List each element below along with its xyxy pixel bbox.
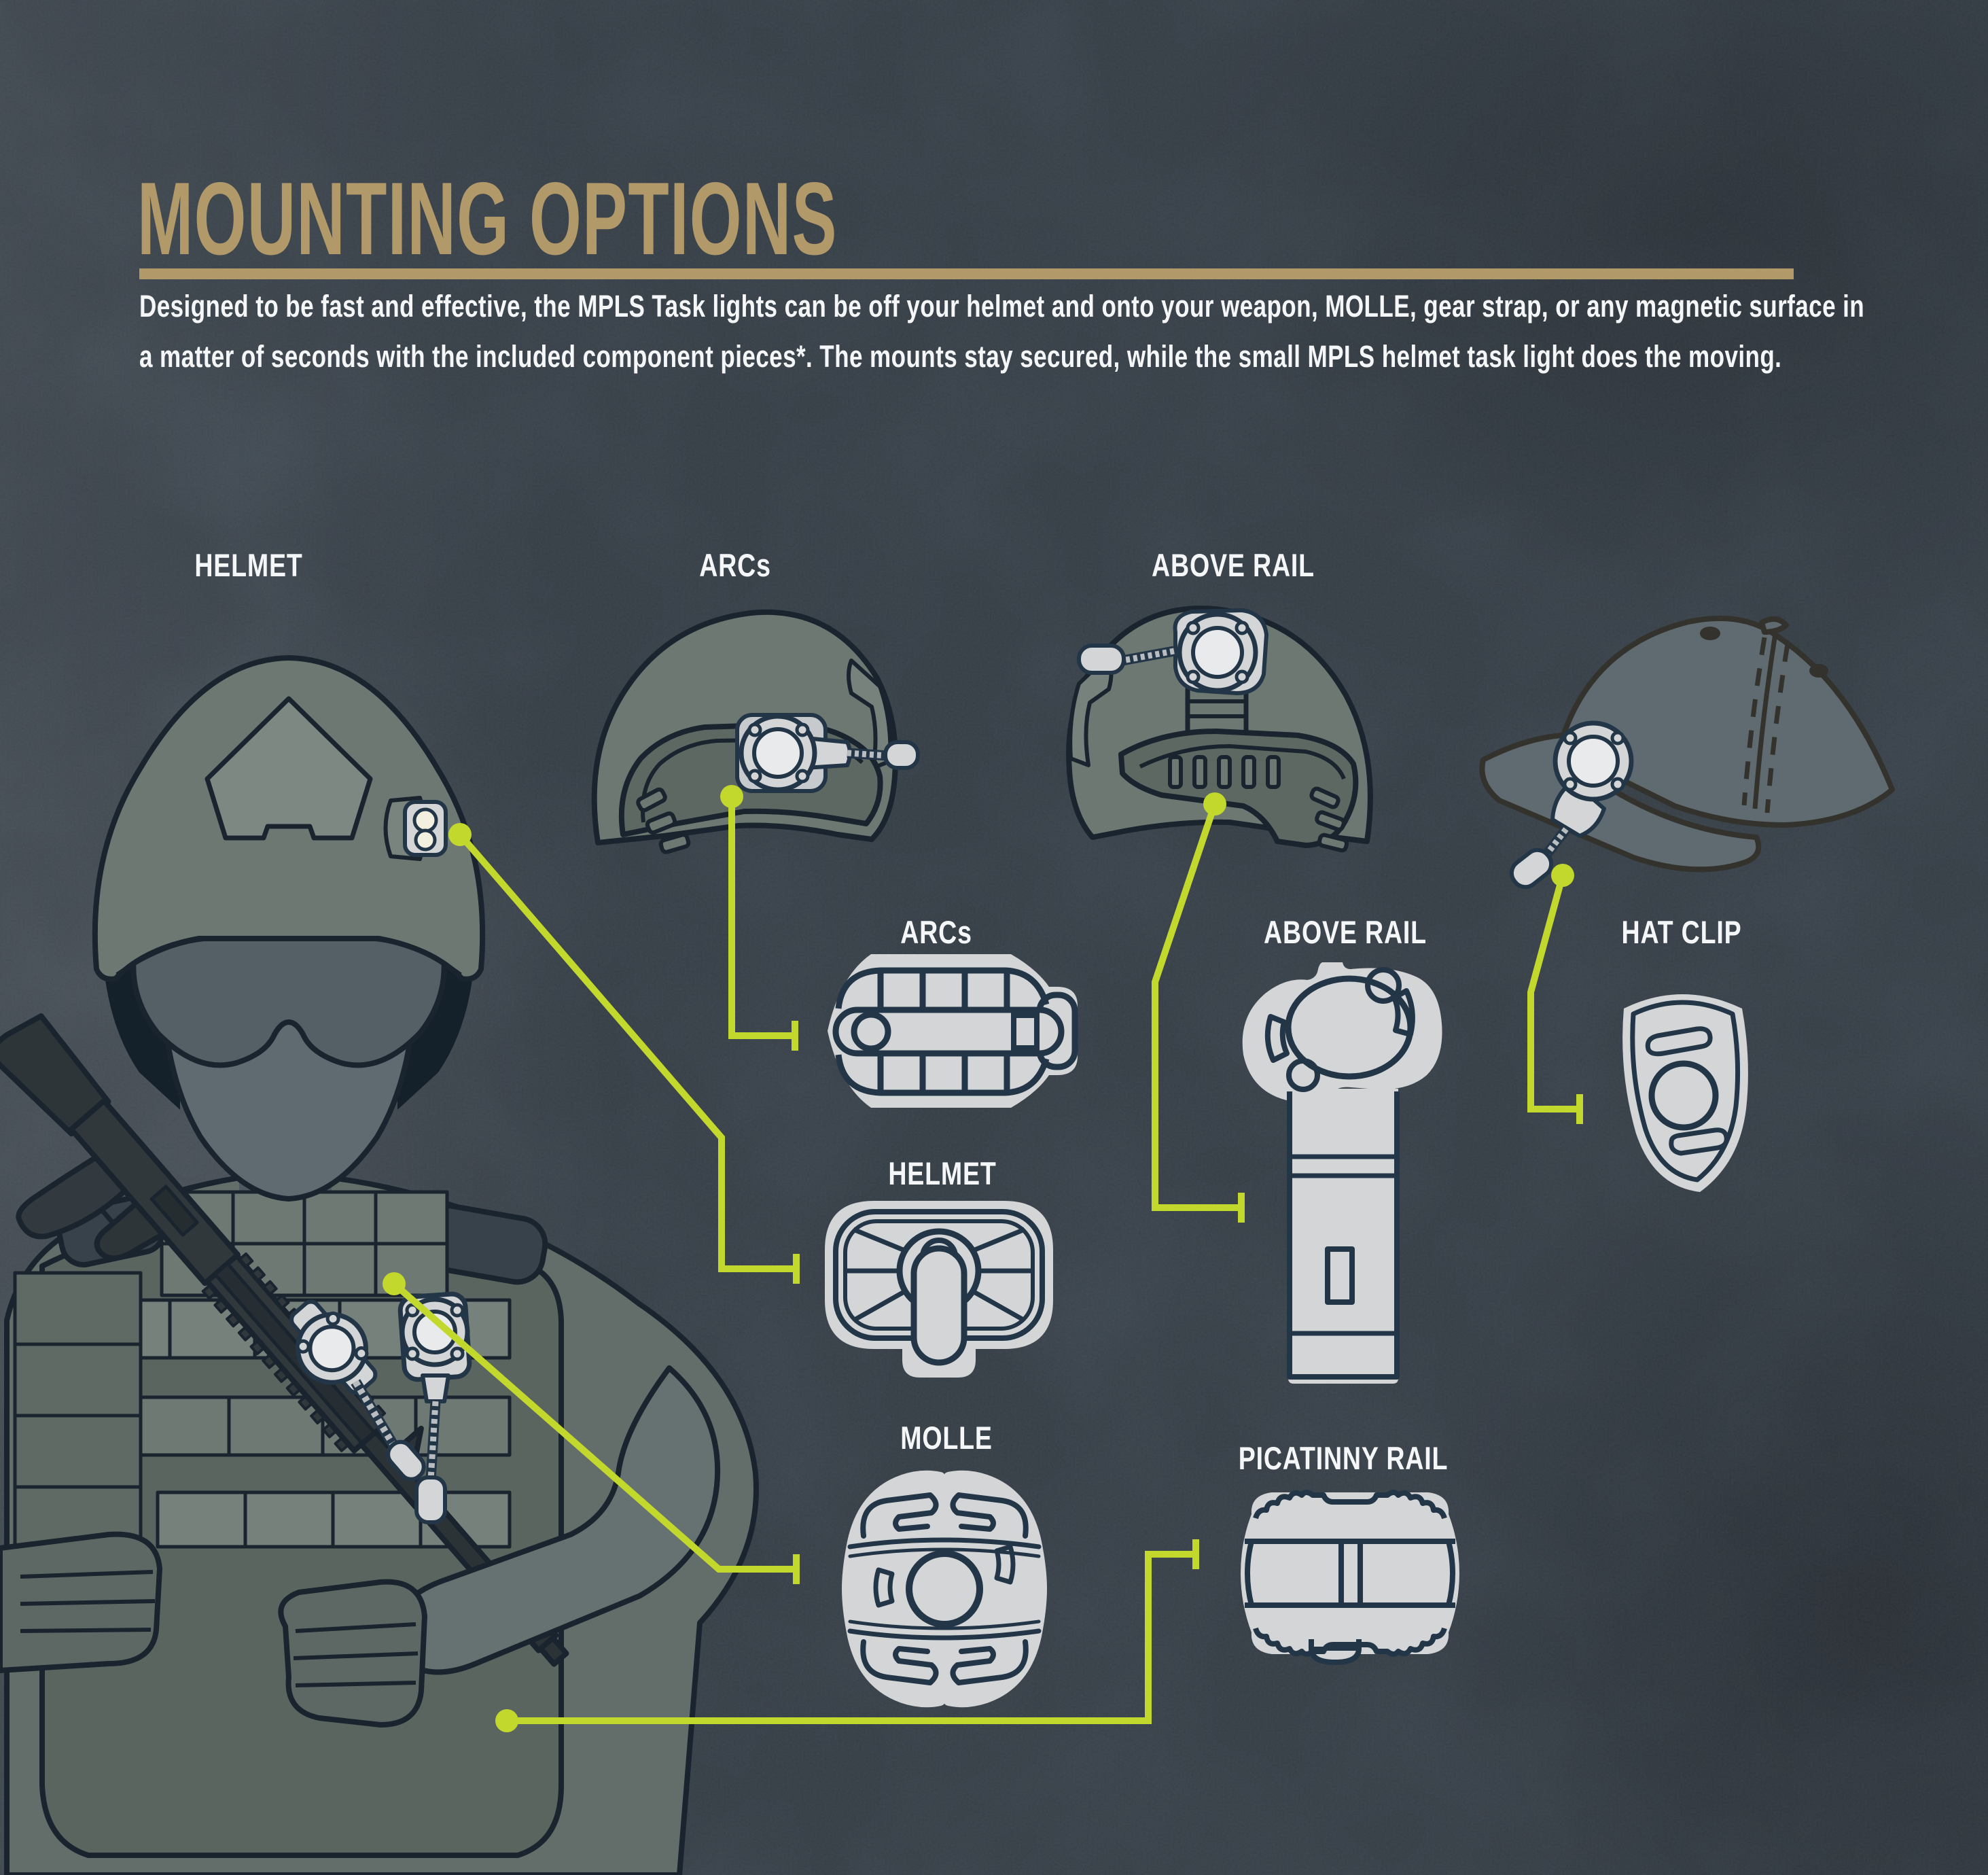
helmet-side-light (383, 796, 448, 861)
molle-mount-icon (842, 1470, 1047, 1708)
arc-helmet-illustration (591, 609, 920, 854)
label-wearable-arcs: ARCs (699, 547, 771, 583)
label-mount-helmet: HELMET (888, 1155, 997, 1191)
label-mount-above-rail: ABOVE RAIL (1264, 914, 1427, 950)
hat-clip-mount-icon (1622, 994, 1748, 1192)
helmet-mount-icon (825, 1201, 1053, 1378)
label-wearable-above-rail: ABOVE RAIL (1152, 547, 1315, 583)
above-rail-mount-icon (1242, 962, 1442, 1384)
label-mount-picatinny: PICATINNY RAIL (1238, 1440, 1449, 1476)
picatinny-rail-mount-icon (1241, 1490, 1459, 1665)
intro-text-line-1: Designed to be fast and effective, the M… (139, 289, 1865, 323)
label-mount-molle: MOLLE (900, 1420, 993, 1456)
label-mount-hat-clip: HAT CLIP (1621, 914, 1742, 950)
page-title: MOUNTING OPTIONS (137, 161, 838, 277)
intro-text-line-2: a matter of seconds with the included co… (139, 339, 1782, 374)
arcs-mount-icon (828, 954, 1078, 1108)
above-rail-helmet-illustration (1066, 606, 1373, 853)
above-rail-task-light (1077, 608, 1268, 750)
label-wearable-helmet: HELMET (194, 547, 303, 583)
ball-cap-illustration (1479, 615, 1895, 890)
title-underline (139, 268, 1794, 279)
arc-helmet-task-light (735, 713, 920, 793)
label-mount-arcs: ARCs (900, 914, 972, 950)
